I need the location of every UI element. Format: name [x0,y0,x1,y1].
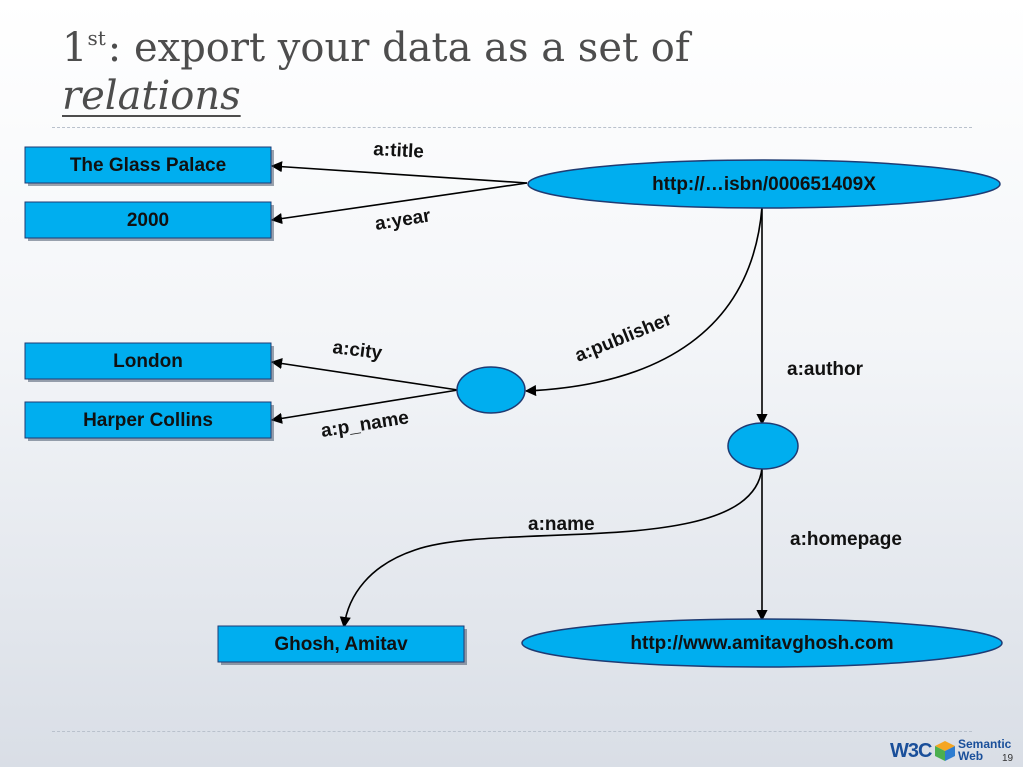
node-homepage-uri-label: http://www.amitavghosh.com [630,633,893,654]
top-divider [52,127,972,128]
edge-city-arrow [270,357,459,391]
node-title-value: The Glass Palace [24,146,274,186]
edge-homepage-label: a:homepage [790,529,902,550]
w3c-logo-text: W3C [890,740,932,762]
logo-semantic-word: Semantic [958,737,1012,751]
slide-title: 1st: export your data as a set of relati… [62,14,962,120]
node-year-value-label: 2000 [127,210,169,231]
node-title-value-label: The Glass Palace [70,155,226,176]
node-author-name-value-label: Ghosh, Amitav [274,634,408,655]
node-publisher-name-value-label: Harper Collins [83,410,213,431]
title-prefix: 1 [62,25,88,71]
title-emphasis: relations [62,73,241,119]
edge-city-label: a:city [331,337,383,364]
edge-publisher-arrow [524,206,763,397]
node-book-uri-label: http://…isbn/000651409X [652,174,876,195]
node-homepage-uri: http://www.amitavghosh.com [521,618,1003,668]
title-superscript: st [87,26,106,50]
edge-p-name-arrow [270,389,459,424]
node-city-value-label: London [113,351,183,372]
bottom-divider [52,731,972,732]
node-author-name-value: Ghosh, Amitav [217,625,467,665]
node-author-blank [727,422,799,470]
edge-p-name-label: a:p_name [319,407,410,442]
edge-publisher-label: a:publisher [572,309,675,367]
semantic-web-text: Semantic Web [958,738,1011,762]
node-year-value: 2000 [24,201,274,241]
edge-author-label: a:author [787,359,864,380]
title-rest: : export your data as a set of [107,25,690,71]
edge-name-label: a:name [528,514,595,535]
logo-web-word: Web [958,749,984,763]
edge-title-arrow [270,161,528,184]
edge-year-arrow [270,182,528,225]
w3c-semantic-web-logo: W3C Semantic Web [890,738,1023,764]
edge-name-arrow [339,467,763,629]
edge-title-label: a:title [373,139,425,163]
cube-icon [935,741,955,761]
page-number: 19 [1002,753,1014,764]
node-publisher-blank [456,366,526,414]
node-book-uri: http://…isbn/000651409X [527,159,1001,209]
node-publisher-name-value: Harper Collins [24,401,274,441]
edge-year-label: a:year [373,205,432,235]
node-city-value: London [24,342,274,382]
